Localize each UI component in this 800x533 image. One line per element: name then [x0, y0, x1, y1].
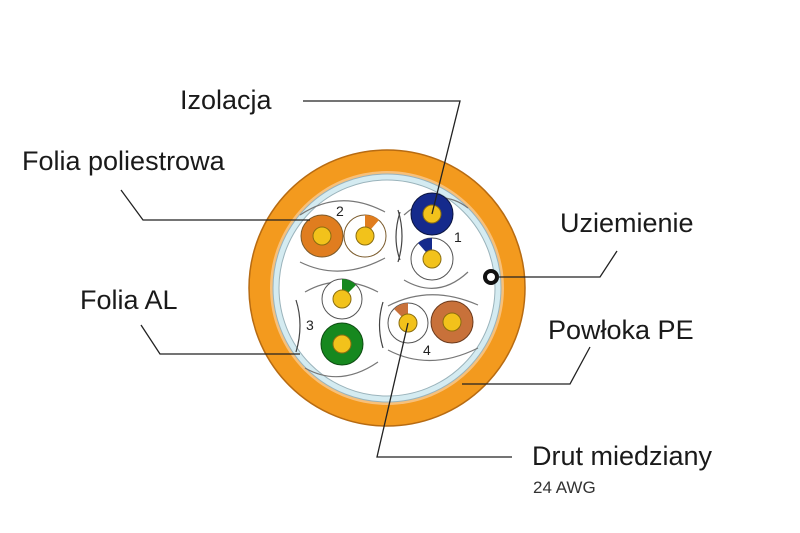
- pair4-wire-solid-core: [442, 312, 462, 332]
- pair-number-3: 3: [306, 317, 314, 333]
- label-folia-poliestrowa: Folia poliestrowa: [22, 146, 225, 176]
- foil-arc-pair2-top: [299, 200, 386, 216]
- foil-arc-pair1-bottom: [403, 271, 469, 289]
- pair-number-4: 4: [423, 342, 431, 358]
- pair3-wire-striped-core: [332, 289, 352, 309]
- separator-1: [395, 211, 401, 261]
- label-uziemienie: Uziemienie: [560, 208, 694, 238]
- label-izolacja: Izolacja: [180, 85, 272, 115]
- pair1-wire-striped-core: [422, 249, 442, 269]
- leader-izolacja: [303, 100, 461, 215]
- pair2-wire-striped-core: [355, 226, 375, 246]
- foil-arc-pair3-bottom: [304, 361, 379, 378]
- pair-number-1: 1: [454, 229, 462, 245]
- leader-lines: [120, 100, 618, 458]
- label-drut-spec: 24 AWG: [533, 478, 596, 497]
- pair3-wire-solid-core: [332, 334, 352, 354]
- foil-arc-pair4-bottom: [387, 347, 479, 362]
- label-drut-miedziany: Drut miedziany: [532, 441, 713, 471]
- cable-core-area: [278, 179, 496, 397]
- separator-2: [397, 209, 403, 263]
- pair-number-2: 2: [336, 203, 344, 219]
- separator-4: [378, 301, 384, 349]
- leader-uziemienie: [497, 250, 618, 278]
- leader-drut: [376, 322, 512, 458]
- leader-folia-poliestrowa: [120, 189, 310, 221]
- separator-3: [295, 299, 301, 353]
- label-powloka: Powłoka PE: [548, 315, 694, 345]
- leader-powloka: [462, 346, 591, 385]
- pair-separators: [295, 209, 403, 353]
- pair-1: [410, 192, 454, 281]
- drain-wire-highlight: [487, 273, 495, 281]
- pair-3: [320, 278, 364, 366]
- pair-4: [387, 300, 474, 344]
- pair-2: [300, 214, 387, 258]
- foil-arc-pair4-top: [387, 294, 479, 307]
- foil-arc-pair2-bottom: [299, 257, 386, 272]
- leader-folia-al: [140, 324, 300, 355]
- pair2-wire-solid-core: [312, 226, 332, 246]
- label-folia-al: Folia AL: [80, 285, 178, 315]
